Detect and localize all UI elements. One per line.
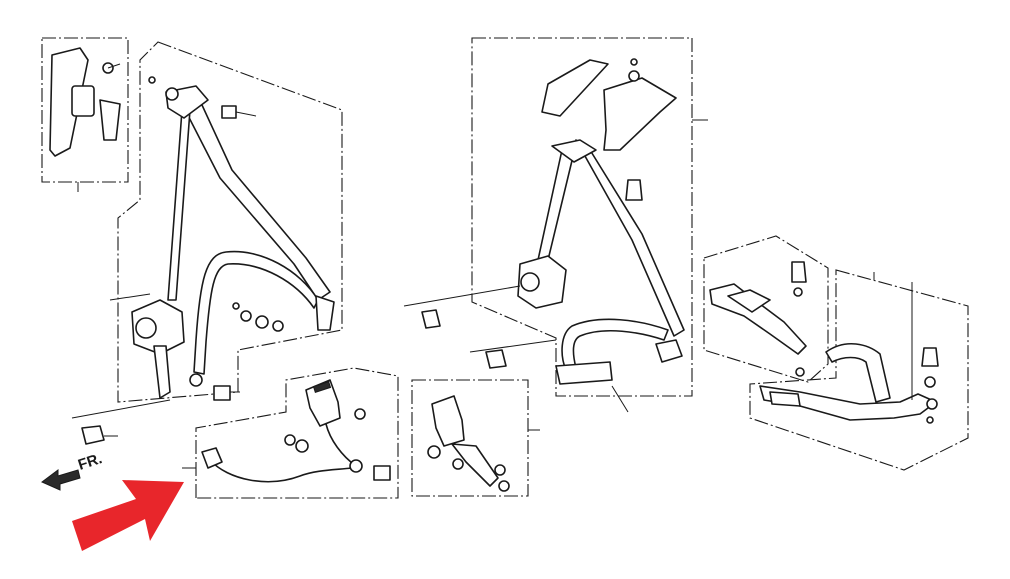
nut xyxy=(924,376,936,388)
connector xyxy=(201,447,223,469)
buckle-head xyxy=(305,379,341,427)
nut xyxy=(494,464,506,476)
rear-buckle-assembly xyxy=(411,379,540,497)
adjuster-cover xyxy=(99,99,121,141)
washer xyxy=(148,76,156,84)
lower-anchor-plate xyxy=(315,295,335,331)
washer xyxy=(255,315,269,329)
leader xyxy=(109,293,151,301)
leader xyxy=(611,385,629,413)
lap-webbing xyxy=(561,318,669,371)
rear-lap-belt-assembly xyxy=(749,269,969,471)
front-belt-assembly-right xyxy=(403,37,708,413)
bolt xyxy=(421,309,441,329)
lap-belt-strap xyxy=(825,343,891,403)
anchor-plate xyxy=(926,398,938,410)
buckle-frame xyxy=(195,367,399,499)
retractor-webbing xyxy=(167,109,191,301)
leader xyxy=(107,63,121,69)
retractor xyxy=(517,255,567,309)
lap-webbing xyxy=(193,250,319,375)
harness-wire xyxy=(209,459,353,483)
retractor-spool xyxy=(520,272,540,292)
anchor-bolt xyxy=(189,373,203,387)
washer xyxy=(630,58,638,66)
height-adjuster xyxy=(71,85,95,117)
leader xyxy=(469,339,557,353)
assembly-frame xyxy=(703,235,829,383)
buckle-head xyxy=(431,395,465,447)
front-buckle-assembly xyxy=(182,367,399,499)
rear-center-belt-assembly xyxy=(703,235,829,383)
highlight-arrow xyxy=(72,480,184,551)
bolt-head xyxy=(213,385,231,401)
clip xyxy=(354,408,366,420)
retractor xyxy=(131,299,185,355)
bolt-head xyxy=(373,465,391,481)
washer xyxy=(795,367,805,377)
bolt xyxy=(791,261,807,283)
direction-label: FR. xyxy=(76,450,104,474)
front-direction-indicator: FR. xyxy=(41,450,104,491)
leader xyxy=(403,285,521,307)
buckle-slot xyxy=(312,381,332,393)
front-direction-arrow xyxy=(41,469,81,491)
upper-guide-cover xyxy=(541,59,609,117)
retractor-webbing xyxy=(537,143,577,261)
assembly-frame xyxy=(117,41,343,403)
washer xyxy=(232,302,240,310)
washer xyxy=(295,439,309,453)
washer xyxy=(498,480,510,492)
bolt xyxy=(921,347,939,367)
washer xyxy=(926,416,934,424)
washer xyxy=(349,459,363,473)
inset-frame xyxy=(41,37,129,183)
tongue-plate xyxy=(769,391,801,407)
inset-pillar-anchor xyxy=(41,37,129,192)
buckle-frame xyxy=(411,379,529,497)
leader xyxy=(235,111,257,117)
retractor-bracket xyxy=(153,345,171,399)
nut xyxy=(240,310,252,322)
buckle-cable xyxy=(325,423,357,467)
nut xyxy=(272,320,284,332)
nut xyxy=(628,70,640,82)
bolt xyxy=(625,179,643,201)
front-belt-assembly-left xyxy=(71,41,343,445)
retractor-spool xyxy=(135,317,157,339)
leader xyxy=(71,399,171,419)
upper-bracket xyxy=(603,77,677,151)
nut xyxy=(284,434,296,446)
buckle-strap xyxy=(451,443,499,487)
bolt-head xyxy=(221,105,237,119)
pillar-trim xyxy=(49,47,89,157)
bolt xyxy=(485,349,507,369)
lower-anchor xyxy=(555,361,613,385)
shoulder-webbing xyxy=(575,139,685,337)
anchor-plate xyxy=(655,339,683,363)
assembly-frame xyxy=(471,37,693,397)
bolt-head xyxy=(427,445,441,459)
nut xyxy=(793,287,803,297)
guide-bolt xyxy=(165,87,179,101)
washer xyxy=(452,458,464,470)
bolt xyxy=(81,425,105,445)
belt-guide xyxy=(727,289,771,313)
assembly-frame xyxy=(749,269,969,471)
shoulder-guide xyxy=(551,139,597,163)
shoulder-webbing xyxy=(177,91,331,301)
